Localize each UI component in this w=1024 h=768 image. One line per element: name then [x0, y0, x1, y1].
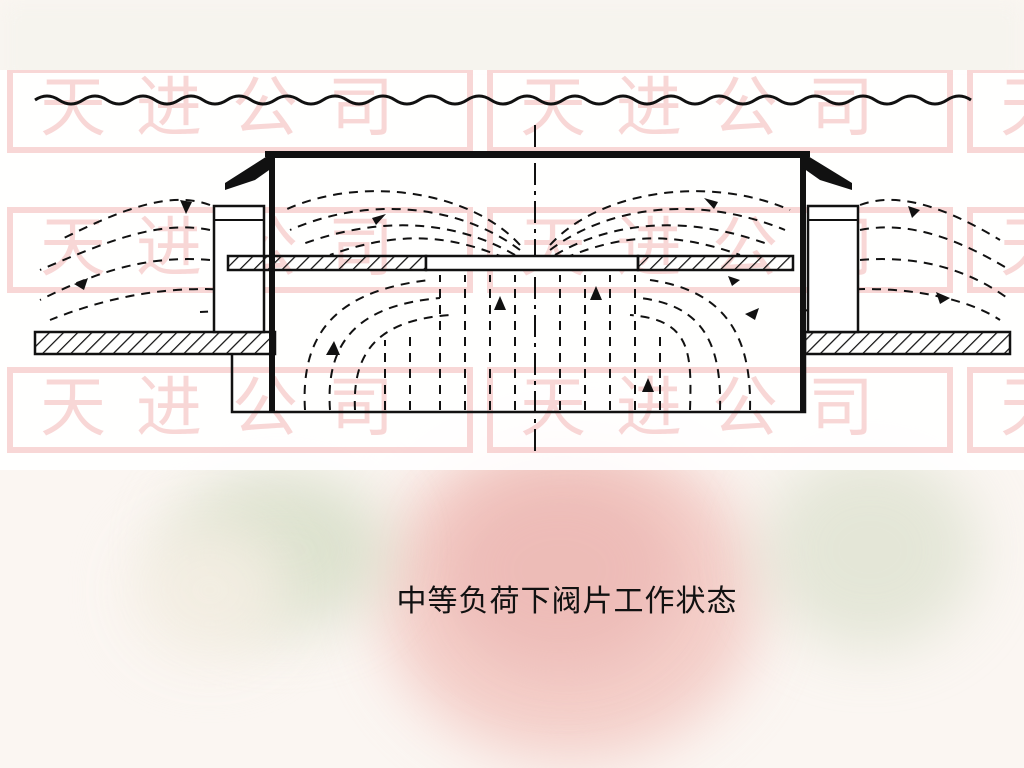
watermark-text: 天进公司 [40, 369, 424, 446]
watermark-text: 天进公司 [1000, 209, 1024, 286]
background-leaves-right [760, 450, 980, 650]
background-rose-center [440, 470, 680, 670]
valve-plate-left [226, 254, 428, 272]
watermark-text: 天进公司 [520, 70, 904, 146]
valve-diagram: 天进公司天进公司天进公司天进公司天进公司天进公司天进公司天进公司天进公司 [0, 70, 1024, 470]
watermark-frame [7, 70, 473, 153]
watermark-frame [487, 207, 953, 293]
flow-lines [39, 190, 1011, 411]
watermark-text: 天进公司 [40, 70, 424, 146]
watermark-text: 天进公司 [1000, 369, 1024, 446]
valve-plate-right [636, 254, 795, 272]
wavy-surface-line [34, 94, 972, 106]
valve-plate-center-gap [424, 254, 640, 272]
watermark-frame [967, 70, 1024, 153]
watermark-frame [967, 367, 1024, 453]
right-seat-base [803, 330, 1012, 356]
right-valve-guide [806, 204, 860, 334]
watermark-frame [487, 70, 953, 153]
diagram-caption: 中等负荷下阀片工作状态 [396, 584, 738, 619]
watermark-text: 天进公司 [520, 369, 904, 446]
watermark-text: 天进公司 [1000, 70, 1024, 146]
watermark-layer: 天进公司天进公司天进公司天进公司天进公司天进公司天进公司天进公司天进公司 [7, 70, 1024, 453]
left-seat-base [33, 330, 277, 356]
valve-diagram-svg: 天进公司天进公司天进公司天进公司天进公司天进公司天进公司天进公司天进公司 [7, 70, 1024, 455]
watermark-frame [7, 367, 473, 453]
background-daisy [130, 520, 290, 660]
flow-arrows [74, 198, 950, 392]
watermark-frame [967, 207, 1024, 293]
valve-cover [225, 153, 852, 190]
